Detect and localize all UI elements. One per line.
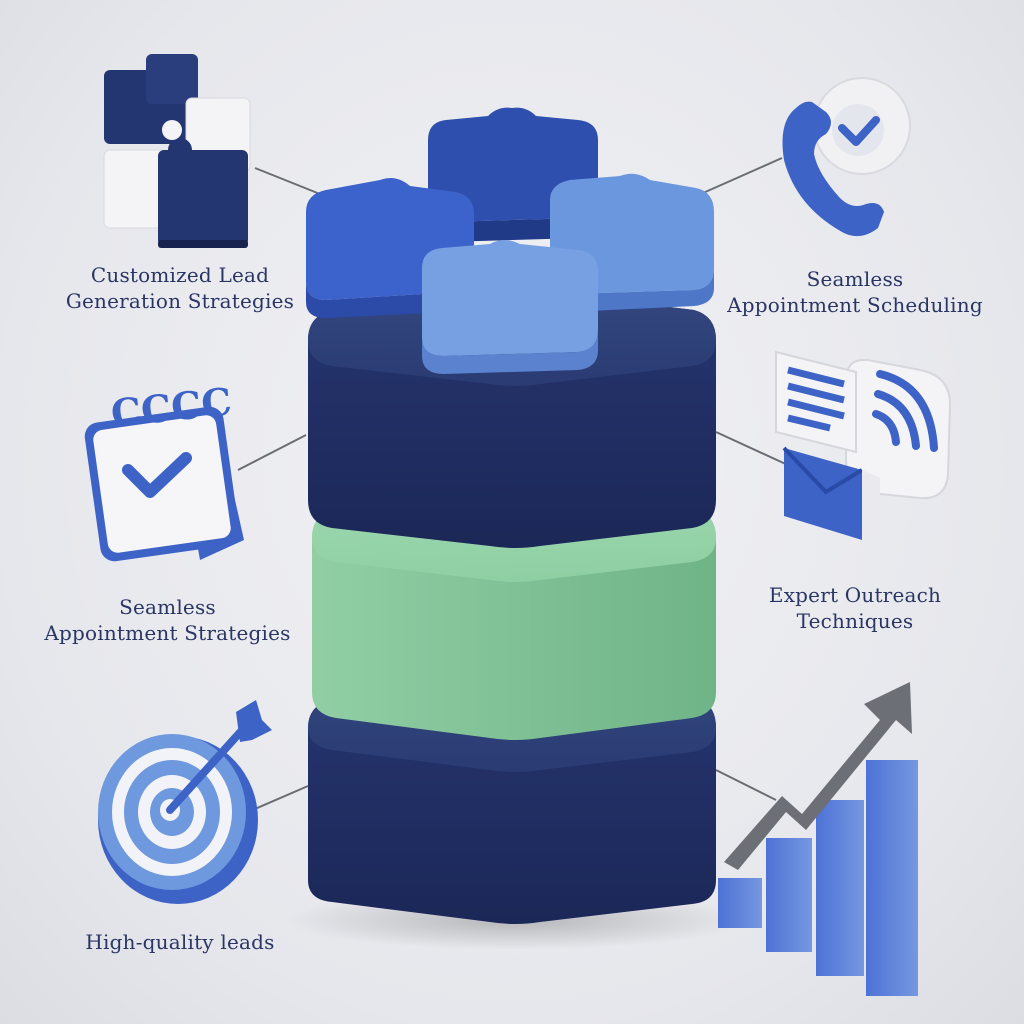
connector-mid-right — [715, 431, 791, 467]
label-customized-line1: Customized Lead — [90, 263, 270, 287]
label-customized-line2: Generation Strategies — [65, 289, 295, 313]
label-seamless-scheduling-line1: Seamless — [806, 267, 904, 291]
label-high-quality-leads: High-quality leads — [60, 929, 300, 955]
calendar-check-icon: CCCC — [84, 379, 244, 562]
label-seamless-scheduling-line2: Appointment Scheduling — [727, 293, 983, 317]
stack-puzzle-pieces — [306, 107, 714, 374]
label-high-quality: High-quality leads — [85, 930, 275, 954]
connector-top-right — [693, 157, 783, 198]
label-customized-lead-generation: Customized Lead Generation Strategies — [50, 262, 310, 314]
connector-bottom-left — [247, 785, 309, 813]
target-arrow-icon — [98, 700, 272, 904]
growth-chart-icon — [718, 682, 918, 996]
phone-check-icon — [782, 77, 911, 237]
puzzle-icon — [103, 54, 251, 248]
message-outreach-icon — [775, 350, 952, 540]
label-seamless-appointment-line2: Appointment Strategies — [44, 621, 291, 645]
label-expert-outreach-techniques: Expert Outreach Techniques — [740, 582, 970, 634]
connector-bottom-right — [715, 769, 777, 801]
stack — [306, 107, 716, 924]
label-seamless-appointment-scheduling: Seamless Appointment Scheduling — [700, 266, 1010, 318]
label-expert-line2: Techniques — [796, 609, 914, 633]
connector-mid-left — [237, 434, 307, 471]
label-seamless-appointment-line1: Seamless — [119, 595, 216, 619]
label-seamless-appointment-strategies: Seamless Appointment Strategies — [25, 594, 310, 646]
puzzle-piece-front — [422, 240, 598, 356]
label-expert-line1: Expert Outreach — [768, 583, 942, 607]
